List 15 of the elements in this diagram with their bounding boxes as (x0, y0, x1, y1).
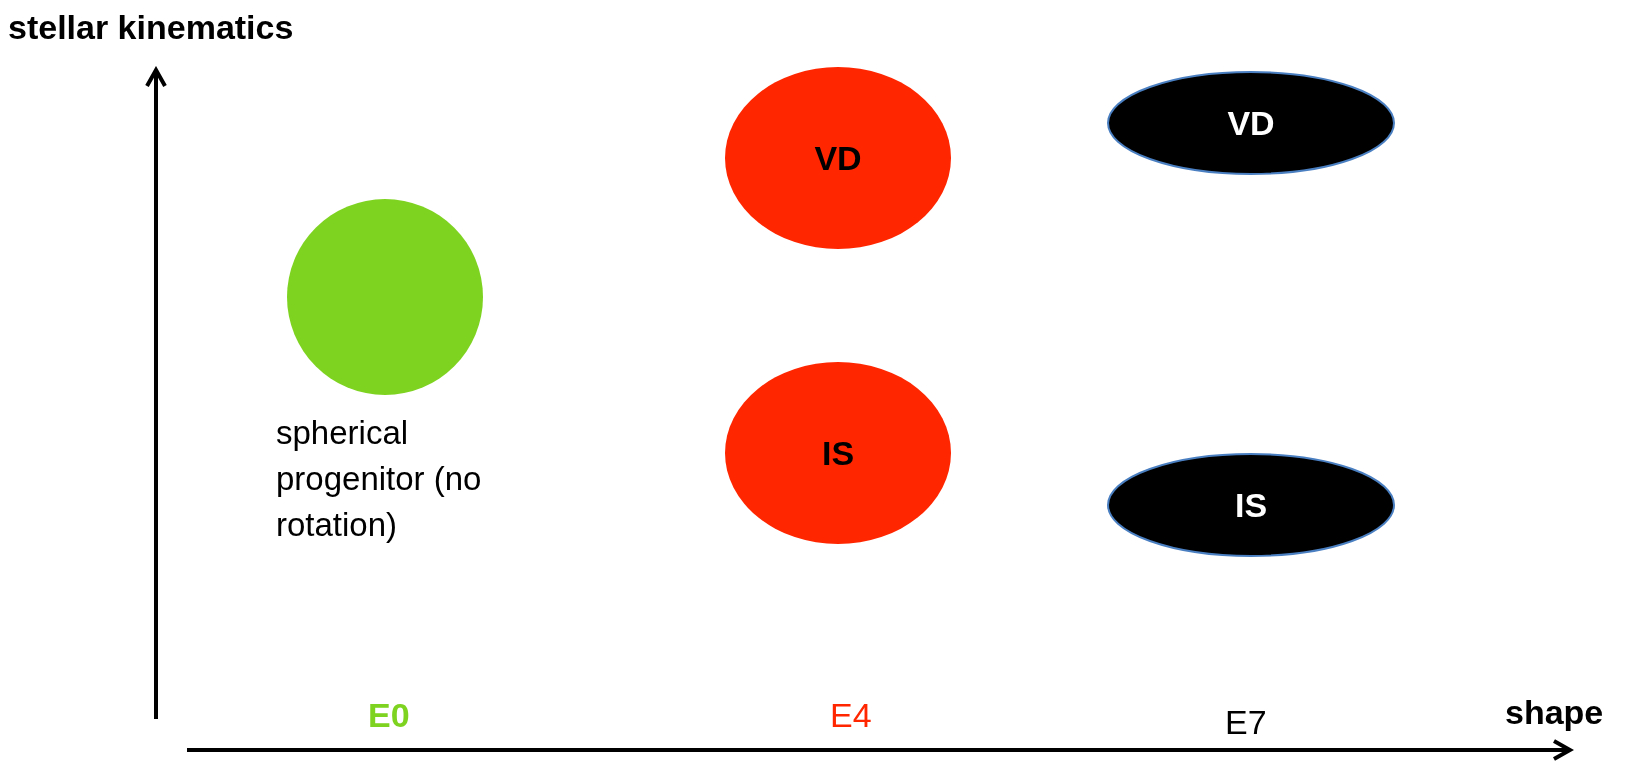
axis-title: shape (1505, 693, 1604, 732)
galaxy-label: VD (1226, 103, 1276, 143)
galaxy-ellipse (1107, 71, 1395, 175)
class-label: E7 (1225, 703, 1267, 742)
class-label: E4 (830, 696, 872, 735)
axis-title: stellar kinematics (8, 8, 294, 47)
galaxy-label: IS (820, 433, 856, 473)
galaxy-label: IS (1233, 485, 1269, 525)
galaxy-label: VD (813, 138, 863, 178)
caption-text: spherical progenitor (no rotation) (276, 413, 483, 545)
circle-shape (286, 198, 484, 396)
galaxy-ellipse (724, 361, 952, 545)
galaxy-ellipse (724, 66, 952, 250)
class-label: E0 (368, 696, 410, 735)
galaxy-ellipse (1107, 453, 1395, 557)
